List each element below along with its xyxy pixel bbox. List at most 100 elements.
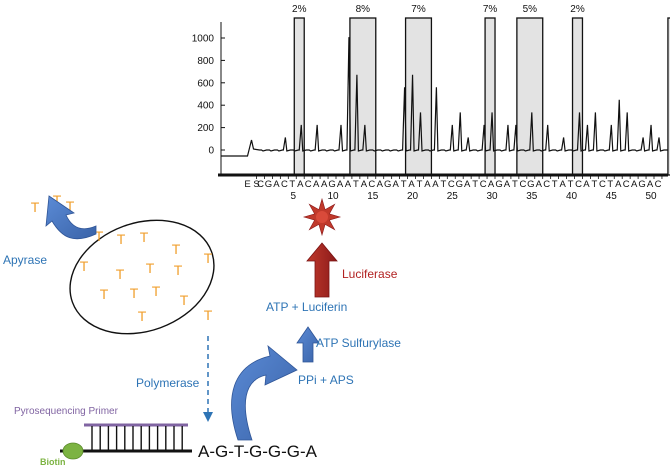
dispensation-letter: T [607, 179, 613, 190]
nucleotide-t-glyph: T [100, 286, 109, 302]
nucleotide-t-glyph: T [204, 307, 213, 323]
nucleotide-t-glyph: T [180, 292, 189, 308]
nucleotide-t-glyph: T [146, 260, 155, 276]
nucleotide-t-glyph: T [204, 250, 213, 266]
dispensation-letter: C [305, 179, 312, 190]
atp-luciferin-label: ATP + Luciferin [266, 300, 347, 314]
dispensation-letter: C [543, 179, 550, 190]
nucleotide-t-glyph: T [140, 229, 149, 245]
biotin-icon [62, 442, 84, 460]
dispensation-letter: A [615, 179, 622, 190]
nucleotide-t-glyph: T [116, 266, 125, 282]
percent-label: 7% [411, 4, 426, 15]
atp-sulfurylase-label: ATP Sulfurylase [316, 336, 401, 350]
y-tick-label: 1000 [192, 34, 215, 45]
x-axis-ticks [256, 175, 663, 179]
dispensation-letter: C [257, 179, 264, 190]
highlight-box [516, 17, 544, 176]
dispensation-letter: T [568, 179, 574, 190]
dispensation-letter: T [440, 179, 446, 190]
dispensation-letter: A [408, 179, 415, 190]
atp-sulfurylase-arrow-icon [296, 326, 320, 363]
highlight-box [349, 17, 377, 176]
nucleotide-t-glyph: T [174, 262, 183, 278]
percent-label: 2% [292, 4, 307, 15]
polymerase-label: Polymerase [136, 376, 200, 390]
position-numbers: 5 10 15 20 25 30 35 40 45 50 [291, 191, 658, 202]
dispensation-letter: C [599, 179, 606, 190]
dispensation-letter: A [361, 179, 368, 190]
dispensation-letter: C [519, 179, 526, 190]
nucleotide-pool-ellipse [69, 219, 215, 335]
dispensation-letter: A [464, 179, 471, 190]
dispensation-letter: A [488, 179, 495, 190]
dispensation-letter: C [655, 179, 662, 190]
nucleotide-t-glyph: T [80, 258, 89, 274]
dispensation-letter: G [456, 179, 463, 190]
dispensation-letter: A [504, 179, 511, 190]
y-tick-label: 0 [208, 146, 214, 157]
nucleotide-t-glyph: T [66, 198, 75, 214]
y-tick-label: 800 [197, 56, 214, 67]
base-pair-rungs [91, 426, 183, 450]
position-number: 15 [367, 191, 379, 202]
dispensation-letter: T [289, 179, 295, 190]
apyrase-arrow-icon [45, 195, 97, 240]
light-burst-core-icon [316, 211, 328, 223]
dispensation-letter: A [345, 179, 352, 190]
position-number: 20 [407, 191, 419, 202]
position-number: 45 [606, 191, 618, 202]
highlight-box [667, 17, 670, 176]
dispensation-letter: T [552, 179, 558, 190]
ppi-release-arrow-icon [231, 344, 298, 441]
dispensation-prefix: E S [244, 179, 259, 190]
dispensation-letter: A [432, 179, 439, 190]
position-number: 40 [566, 191, 578, 202]
dispensation-letter: A [337, 179, 344, 190]
dispensation-letter: A [393, 179, 400, 190]
dispensation-letter: C [448, 179, 455, 190]
dispensation-letter: A [313, 179, 320, 190]
dispensation-letter: T [592, 179, 598, 190]
y-tick-label: 400 [197, 101, 214, 112]
nucleotide-t-glyph: T [130, 285, 139, 301]
position-number: 35 [526, 191, 538, 202]
nucleotide-t-glyph: T [95, 228, 104, 244]
position-number: 30 [486, 191, 498, 202]
nucleotide-t-glyph: T [152, 283, 161, 299]
position-number: 25 [447, 191, 459, 202]
percent-label: 5% [523, 4, 538, 15]
y-tick-label: 200 [197, 123, 214, 134]
dispensation-letter: T [417, 179, 423, 190]
pyrogram-trace [221, 37, 668, 157]
primer-label: Pyrosequencing Primer [14, 406, 119, 417]
nucleotide-t-glyph: T [53, 192, 62, 208]
dispensation-letter: A [297, 179, 304, 190]
position-number: 5 [291, 191, 297, 202]
biotin-label: Biotin [40, 457, 66, 467]
highlight-box [404, 17, 433, 176]
dispensation-letter: A [583, 179, 590, 190]
ppi-aps-label: PPi + APS [298, 373, 354, 387]
nucleotide-t-glyph: T [172, 241, 181, 257]
template-sequence: A-G-T-G-G-G-A [198, 442, 318, 461]
nucleotide-t-glyph: T [138, 308, 147, 324]
percent-label: 7% [483, 4, 498, 15]
dispensation-letter: T [472, 179, 478, 190]
dispensation-letter: A [321, 179, 328, 190]
apyrase-label: Apyrase [3, 253, 47, 267]
dispensation-letter: C [623, 179, 630, 190]
dispensation-letter: G [527, 179, 534, 190]
percent-labels: 2%8%7%7%5%2%7% [292, 4, 585, 15]
position-number: 50 [645, 191, 657, 202]
percent-label: 2% [570, 4, 585, 15]
position-number: 10 [327, 191, 339, 202]
dispensation-letter: T [353, 179, 359, 190]
dispensation-letter: C [281, 179, 288, 190]
dispensation-letter: A [631, 179, 638, 190]
